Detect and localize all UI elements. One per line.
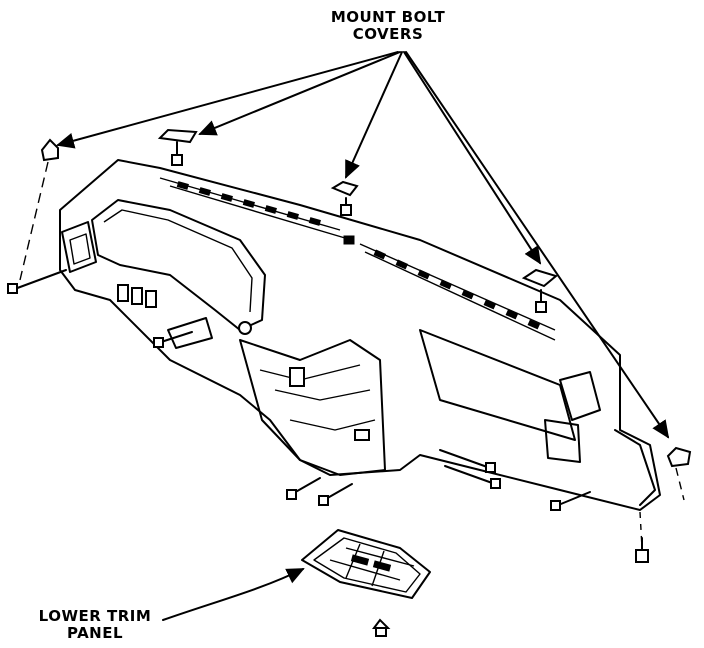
- lower-trim-panel-leader: [162, 568, 305, 621]
- screw-steering-column: [153, 331, 193, 348]
- trim-panel-push-pin: [372, 618, 391, 637]
- lower-trim-panel-label: LOWER TRIM PANEL: [20, 608, 170, 642]
- defroster-vent-slots: [176, 181, 541, 330]
- mount-bolt-covers-line-2: COVERS: [352, 25, 424, 43]
- fasteners: [7, 269, 649, 563]
- lower-trim-panel: [301, 529, 431, 599]
- bolt-cover-left-top: [157, 128, 198, 166]
- screw-lower-right-1: [439, 449, 496, 473]
- screw-lower-left-2: [318, 483, 353, 506]
- bolt-cover-right-top: [521, 268, 559, 313]
- bolt-cover-right-end: [666, 446, 692, 468]
- screw-right-end: [550, 491, 591, 511]
- lower-trim-panel-line-1: LOWER TRIM: [38, 607, 152, 625]
- screw-left-end: [7, 269, 67, 294]
- bolt-cover-left-end: [40, 138, 59, 162]
- mount-bolt-cover-leaders: [56, 51, 670, 439]
- screw-lower-left-1: [286, 477, 321, 500]
- bolt-cover-center: [330, 180, 359, 216]
- mount-bolt-covers-label: MOUNT BOLT COVERS: [318, 9, 458, 43]
- clip-right-lower: [635, 537, 649, 563]
- instrument-panel: [59, 159, 661, 511]
- screw-lower-right-2: [444, 465, 501, 489]
- mount-bolt-covers-line-1: MOUNT BOLT: [330, 8, 446, 26]
- alignment-dashes: [19, 161, 685, 549]
- lower-trim-panel-line-2: PANEL: [66, 624, 124, 642]
